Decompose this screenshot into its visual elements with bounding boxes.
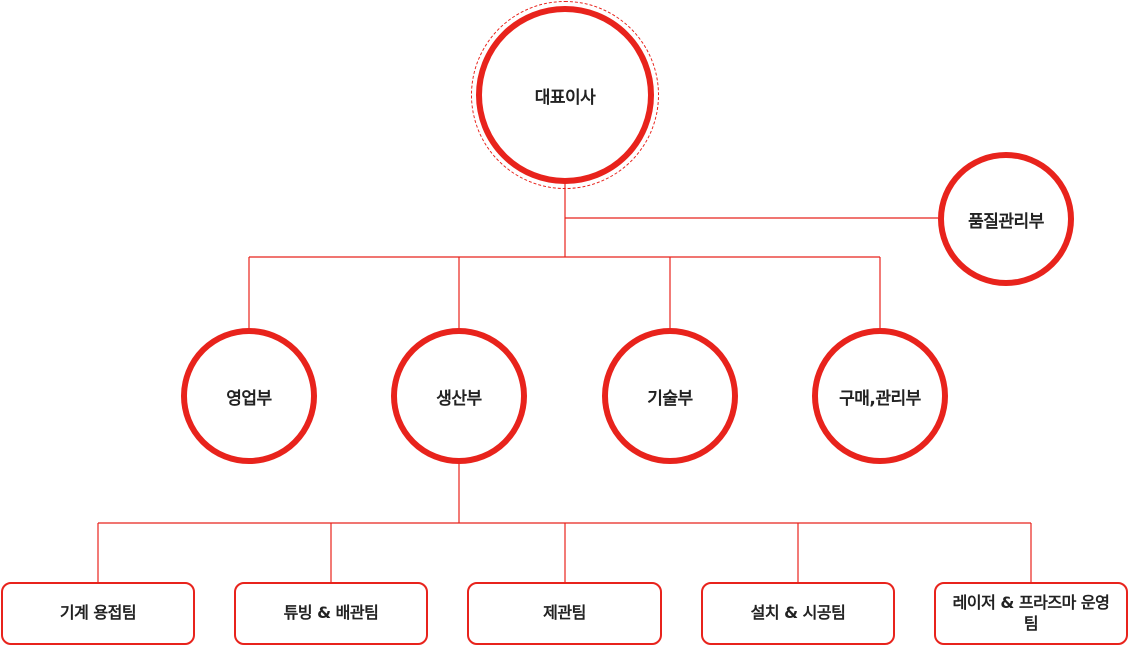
- node-team-tubing: 튜빙 & 배관팀: [234, 582, 428, 645]
- node-ceo: 대표이사: [476, 6, 654, 184]
- node-ceo-label: 대표이사: [534, 87, 596, 108]
- node-team-tubing-label: 튜빙 & 배관팀: [283, 603, 379, 623]
- node-dept-purchase: 구매,관리부: [812, 328, 948, 464]
- node-team-installation-label: 설치 & 시공팀: [750, 603, 846, 623]
- node-team-fabrication-label: 제관팀: [543, 603, 586, 623]
- ceo-outer-ring: [471, 1, 659, 189]
- node-dept-tech-label: 기술부: [647, 388, 693, 409]
- node-dept-sales: 영업부: [181, 328, 317, 464]
- node-dept-sales-label: 영업부: [226, 388, 272, 409]
- node-dept-production: 생산부: [391, 328, 527, 464]
- node-team-welding: 기계 용접팀: [1, 582, 195, 645]
- node-dept-tech: 기술부: [602, 328, 738, 464]
- node-dept-production-label: 생산부: [436, 388, 482, 409]
- node-team-laser-label: 레이저 & 프라즈마 운영팀: [952, 592, 1110, 633]
- node-team-welding-label: 기계 용접팀: [59, 603, 137, 623]
- node-quality: 품질관리부: [938, 152, 1074, 286]
- node-team-laser: 레이저 & 프라즈마 운영팀: [934, 582, 1128, 645]
- node-quality-label: 품질관리부: [968, 211, 1044, 232]
- node-team-fabrication: 제관팀: [467, 582, 662, 645]
- node-team-installation: 설치 & 시공팀: [701, 582, 895, 645]
- node-dept-purchase-label: 구매,관리부: [839, 388, 921, 409]
